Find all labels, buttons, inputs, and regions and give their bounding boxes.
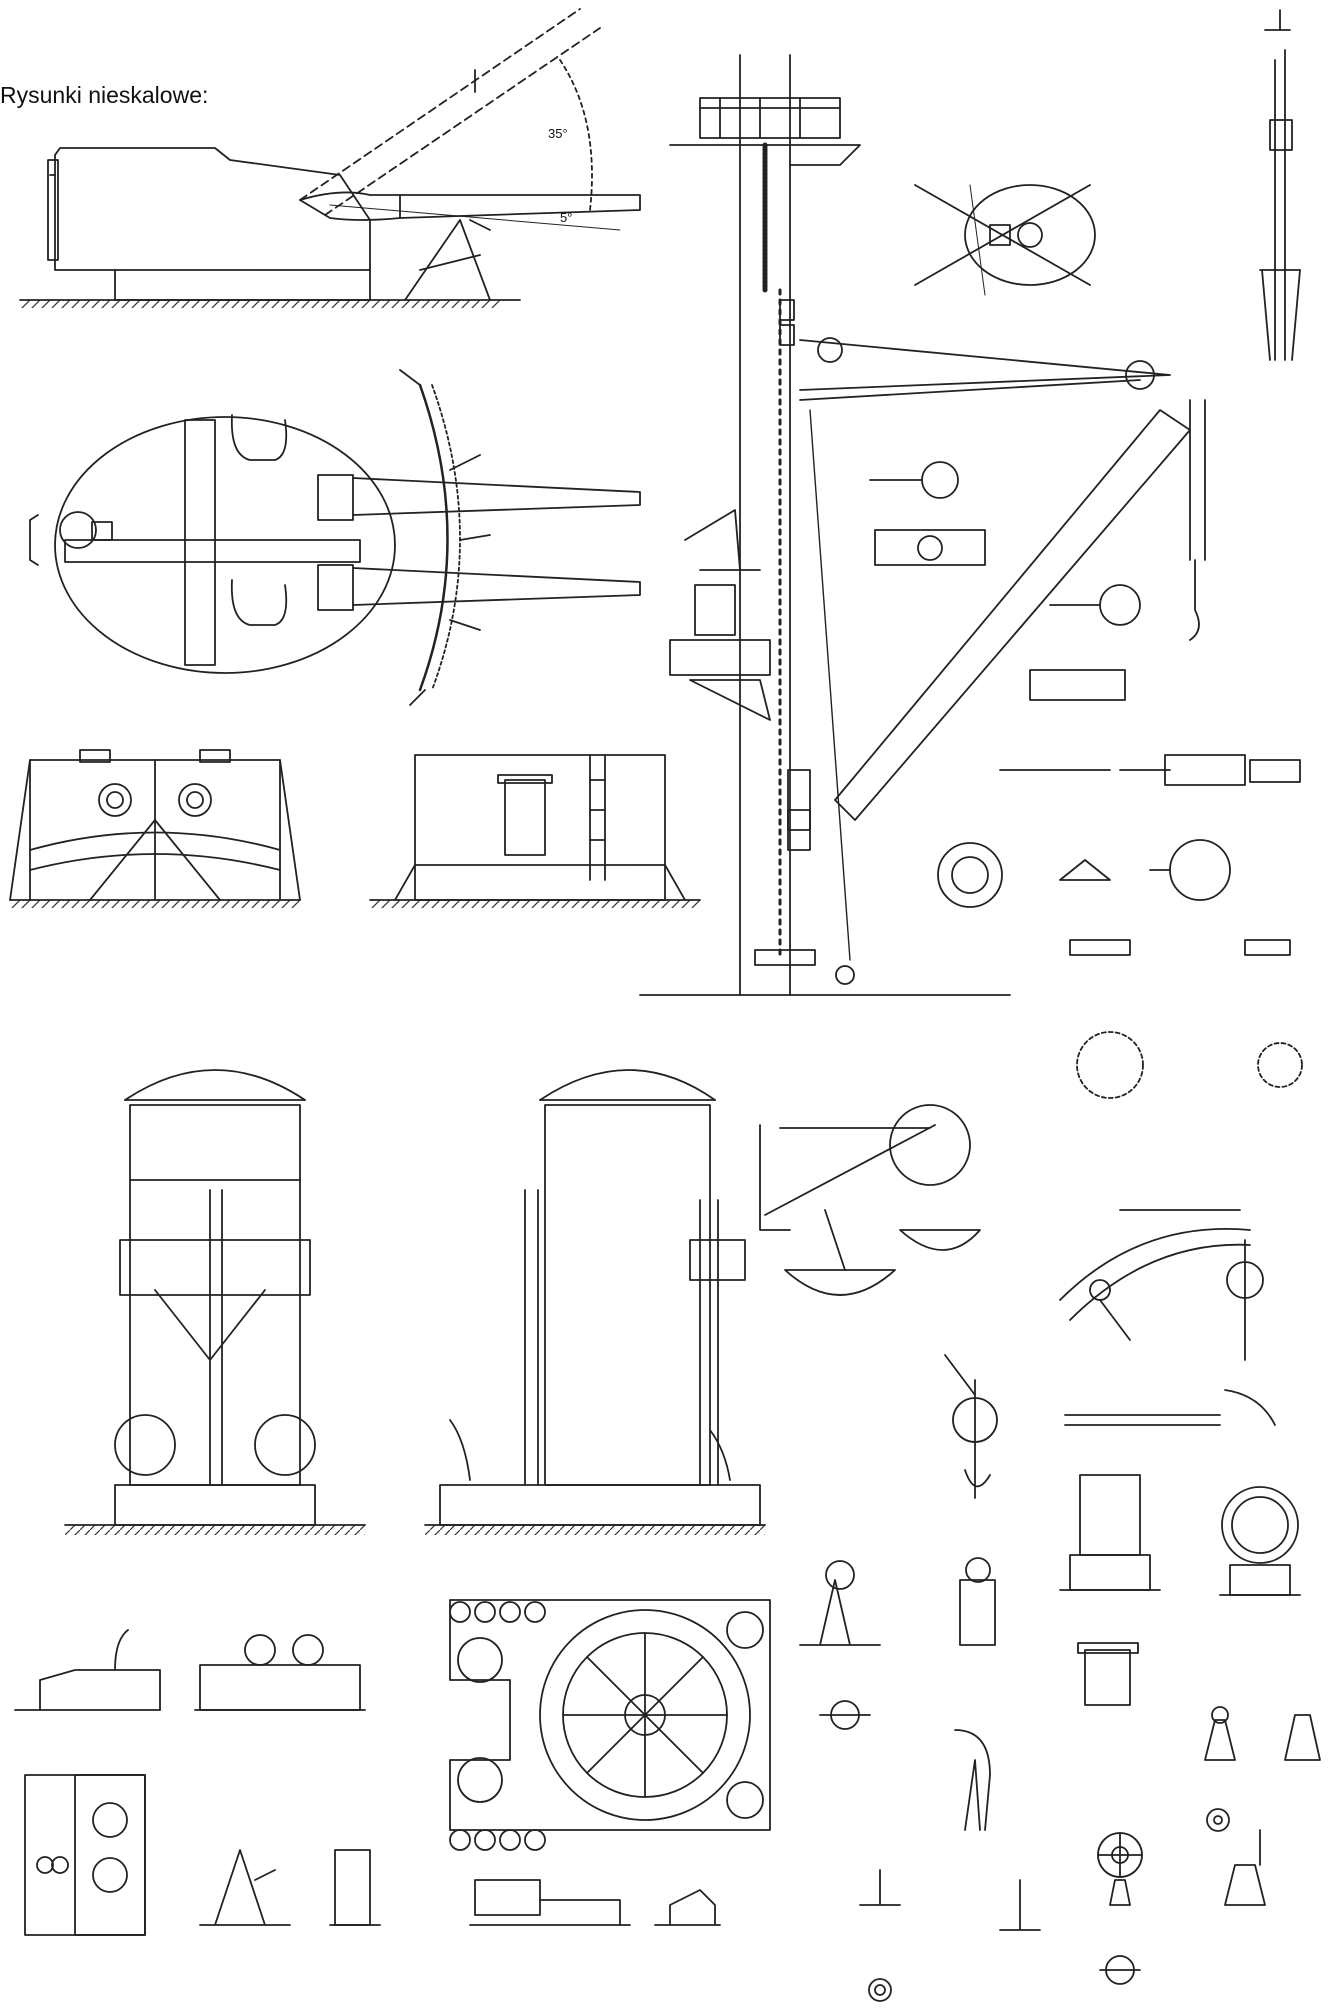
page-subtitle: Rysunki nieskalowe:	[0, 82, 209, 108]
mounting-plate-plan	[449, 1599, 771, 1851]
mast-with-derrick	[639, 54, 1206, 996]
turret-side-view	[19, 8, 641, 308]
turret-front-elevation	[9, 749, 301, 908]
boom-crane-detail	[1059, 1209, 1264, 1361]
searchlight-pair	[1059, 1474, 1301, 1706]
funnel-side-view	[424, 1069, 766, 1535]
angle-label-min: 5°	[560, 210, 572, 225]
platform-plan-detail	[914, 184, 1096, 296]
small-mast-detail	[1259, 9, 1301, 361]
pulley-blocks	[869, 461, 1303, 1099]
pedestals-and-bollards	[799, 1557, 1321, 2002]
small-fittings-left	[14, 1629, 381, 1936]
bottom-center-fittings	[469, 1879, 721, 1926]
turret-rear-elevation	[369, 754, 701, 908]
davit-detail	[759, 1104, 981, 1296]
funnel-front-view	[64, 1069, 366, 1535]
hook-block-detail	[944, 1354, 1276, 1499]
turret-plan-view	[29, 369, 641, 706]
angle-label-max: 35°	[548, 126, 568, 141]
